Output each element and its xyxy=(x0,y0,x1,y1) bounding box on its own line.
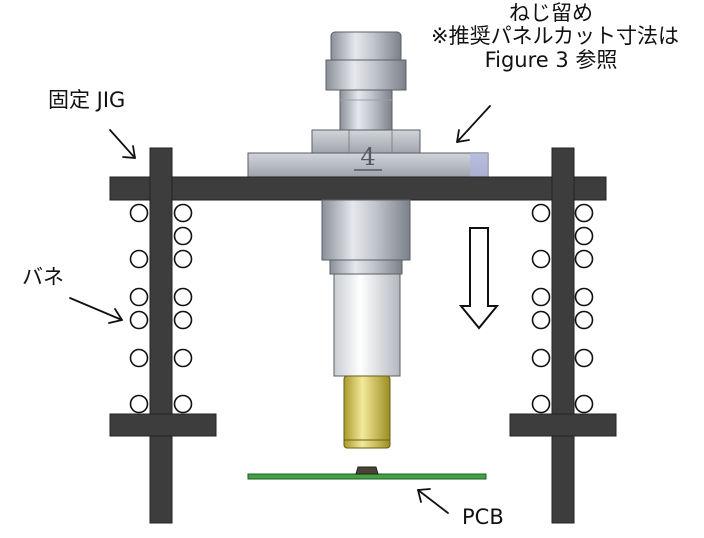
pcb-label: PCB xyxy=(462,505,504,529)
spring-coil xyxy=(531,249,551,269)
spring-coil xyxy=(173,287,193,307)
spring-leader-arrow xyxy=(69,297,123,324)
jig-left-foot xyxy=(109,413,217,437)
connector-lower xyxy=(321,199,411,449)
spring-coil xyxy=(574,249,594,269)
screw-label-line2: ※推奨パネルカット寸法は xyxy=(431,24,679,48)
spring-coil xyxy=(173,348,193,368)
jig-top-plate xyxy=(109,176,607,201)
spring-coil xyxy=(173,203,193,223)
spring-coil xyxy=(574,348,594,368)
jig-right-foot xyxy=(509,413,617,437)
spring-coil xyxy=(173,249,193,269)
spring-coil xyxy=(574,394,594,414)
screw-label-line1: ねじ留め xyxy=(509,1,593,25)
connector-flange: 4 xyxy=(247,129,489,178)
spring-coil xyxy=(574,226,594,246)
spring-coil xyxy=(531,287,551,307)
down-arrow-icon xyxy=(458,227,500,330)
pcb-board xyxy=(247,466,487,480)
jig-label: 固定 JIG xyxy=(48,88,126,112)
connector-mark: 4 xyxy=(360,143,375,171)
spring-coil xyxy=(129,203,149,223)
spring-coil xyxy=(173,226,193,246)
spring-coils xyxy=(129,203,594,414)
jig-leader-arrow xyxy=(109,129,136,159)
spring-label: バネ xyxy=(22,265,64,289)
spring-coil xyxy=(129,249,149,269)
connector-upper xyxy=(325,31,407,131)
spring-coil xyxy=(574,203,594,223)
spring-coil xyxy=(574,310,594,330)
spring-coil xyxy=(129,310,149,330)
jig-left-post xyxy=(149,147,173,524)
spring-coil xyxy=(129,394,149,414)
spring-coil xyxy=(173,394,193,414)
spring-coil xyxy=(173,310,193,330)
spring-coil xyxy=(129,287,149,307)
pcb-leader-arrow xyxy=(417,488,449,514)
screw-label-line3: Figure 3 参照 xyxy=(484,48,618,72)
spring-coil xyxy=(574,287,594,307)
jig-right-post xyxy=(551,147,575,524)
spring-coil xyxy=(129,348,149,368)
screw-leader-arrow xyxy=(456,105,491,143)
spring-coil xyxy=(531,203,551,223)
spring-coil xyxy=(531,394,551,414)
spring-coil xyxy=(531,310,551,330)
spring-coil xyxy=(531,348,551,368)
